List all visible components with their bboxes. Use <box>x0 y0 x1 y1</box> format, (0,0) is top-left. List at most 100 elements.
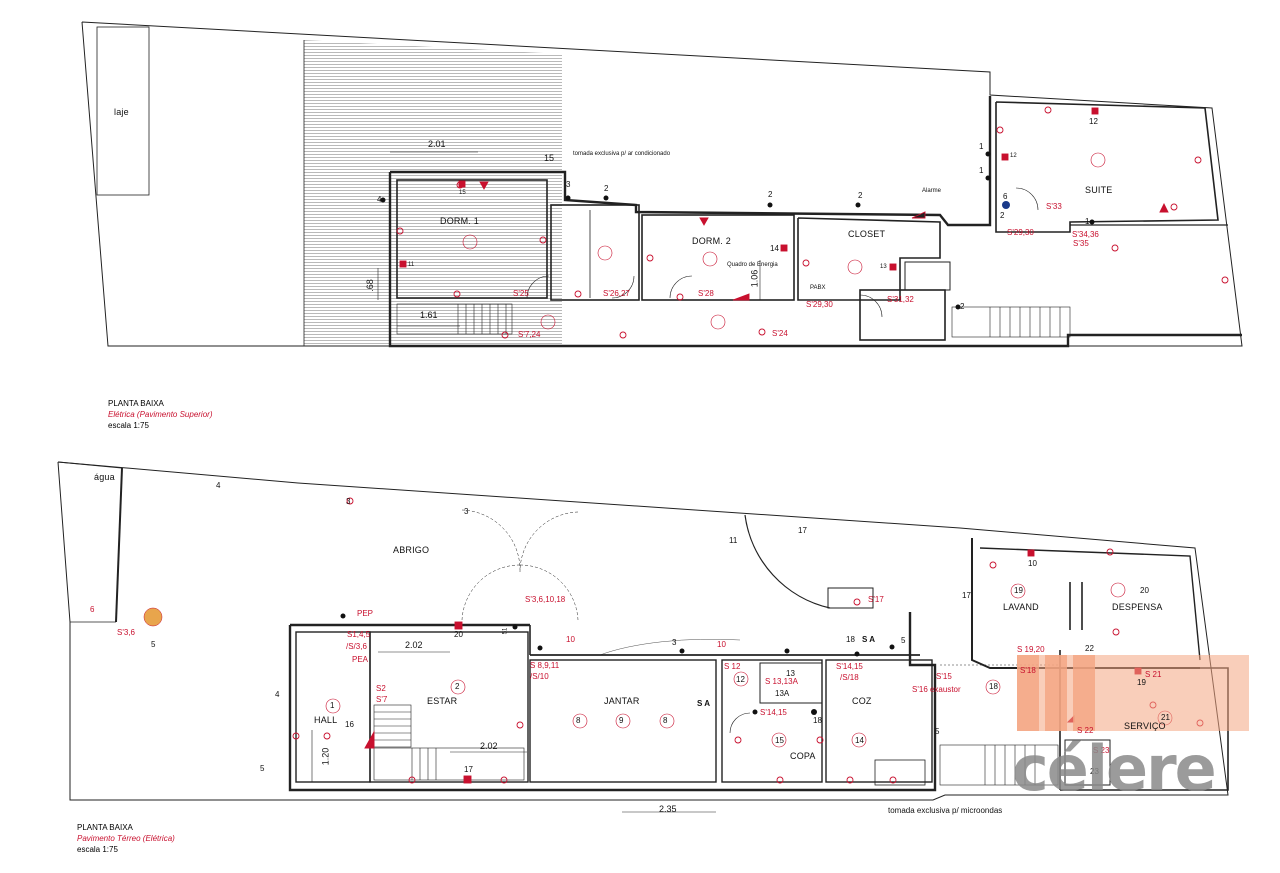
point-number: 5 <box>151 640 156 649</box>
point-number: 4 <box>216 481 221 490</box>
circuit-label: S 19,20 <box>1017 645 1045 654</box>
point-number: 2 <box>604 184 609 193</box>
point-number: 6 <box>90 605 95 614</box>
point-number: 3 <box>346 497 351 506</box>
circuit-label: S'29,30 <box>1007 228 1034 237</box>
upper-points <box>380 151 1095 310</box>
point-number: 19 <box>1137 678 1146 687</box>
room-abrigo: ABRIGO <box>393 545 430 555</box>
circuit-label: S A <box>862 635 876 644</box>
circuit-label: S'29,30 <box>806 300 833 309</box>
point-number: 21 <box>1161 713 1170 722</box>
note-exaustor: S'16 exaustor <box>912 685 961 694</box>
circuit-label: S'25 <box>513 289 529 298</box>
point-number: 13A <box>775 689 790 698</box>
circuit-label: S'7,24 <box>518 330 541 339</box>
point-number: 2 <box>858 191 863 200</box>
point-number: 17 <box>798 526 807 535</box>
point-number: 10 <box>566 635 575 644</box>
point-number: 17 <box>464 765 473 774</box>
circuit-label: /S/3,6 <box>346 642 367 651</box>
ground-points <box>340 613 895 715</box>
dim-ground-2-02a: 2.02 <box>405 640 423 650</box>
room-coz: COZ <box>852 696 872 706</box>
point-number: 6 <box>1003 192 1008 201</box>
point-number: 12 <box>1010 153 1017 159</box>
circuit-label: /S/18 <box>840 673 859 682</box>
point-number: 19 <box>1014 586 1023 595</box>
note-pabx: PABX <box>810 285 826 291</box>
dim-upper-1-61: 1.61 <box>420 310 438 320</box>
circuit-label: S'28 <box>698 289 714 298</box>
point-number: 14 <box>855 736 864 745</box>
point-number: 4 <box>377 195 382 204</box>
dim-upper-2-01: 2.01 <box>428 139 446 149</box>
celere-logo: célere <box>1012 732 1217 805</box>
dim-upper-68: .68 <box>364 279 375 292</box>
point-number: 20 <box>1140 586 1149 595</box>
point-number: 22 <box>1085 644 1094 653</box>
point-number: 15 <box>459 190 466 196</box>
circuit-label: S'18 <box>1020 666 1036 675</box>
point-number: 2 <box>455 682 460 691</box>
circuit-label: S'24 <box>772 329 788 338</box>
logo-mark <box>1017 655 1095 731</box>
point-number: 3 <box>464 507 469 516</box>
note-tomada-ar: tomada exclusiva p/ ar condicionado <box>573 151 671 157</box>
point-number: 2 <box>960 302 965 311</box>
room-estar: ESTAR <box>427 696 458 706</box>
circuit-label: S'14,15 <box>760 708 787 717</box>
caption-scale: escala 1:75 <box>108 421 149 430</box>
circuit-label: S 21 <box>1145 670 1162 679</box>
circuit-label: S'17 <box>868 595 884 604</box>
circuit-label: /S/10 <box>530 672 549 681</box>
point-number: 8 <box>576 716 581 725</box>
note-microondas: tomada exclusiva p/ microondas <box>888 806 1003 815</box>
ground-floor-caption: PLANTA BAIXA Pavimento Térreo (Elétrica)… <box>77 822 175 855</box>
circuit-label: S'35 <box>1073 239 1089 248</box>
point-number: 17 <box>962 591 971 600</box>
caption-scale: escala 1:75 <box>77 845 118 854</box>
point-number: 12 <box>1089 117 1098 126</box>
room-hall: HALL <box>314 715 338 725</box>
circuit-label: S'31,32 <box>887 295 914 304</box>
point-number: 1 <box>1085 217 1090 226</box>
point-number: 16 <box>345 720 354 729</box>
room-suite: SUITE <box>1085 185 1113 195</box>
dim-ground-2-02b: 2.02 <box>480 741 498 751</box>
circuit-label: S 8,9,11 <box>530 661 560 670</box>
circuit-label: S'3,6 <box>117 628 135 637</box>
point-number: 1 <box>979 166 984 175</box>
circuit-label: S'33 <box>1046 202 1062 211</box>
circuit-label: S1,4,5 <box>347 630 371 639</box>
caption-title: PLANTA BAIXA <box>77 823 133 832</box>
point-number: 18 <box>813 716 822 725</box>
note-pep: PEP <box>357 609 374 618</box>
circuit-label: S 22 <box>1077 726 1094 735</box>
room-despensa: DESPENSA <box>1112 602 1163 612</box>
point-number: 11 <box>408 262 415 268</box>
point-number: 1 <box>330 701 335 710</box>
circuit-label: S2 <box>376 684 386 693</box>
upper-floor-caption: PLANTA BAIXA Elétrica (Pavimento Superio… <box>108 398 212 431</box>
room-dorm-2: DORM. 2 <box>692 236 731 246</box>
note-quadro-energia: Quadro de Energia <box>727 262 778 268</box>
point-number: 3 <box>672 638 677 647</box>
point-number: 5 <box>901 636 906 645</box>
room-laje: laje <box>114 107 129 117</box>
room-lavand: LAVAND <box>1003 602 1039 612</box>
point-number: 10 <box>1028 559 1037 568</box>
point-number: 1 <box>979 142 984 151</box>
point-number: 9 <box>619 716 624 725</box>
room-servico: SERVIÇO <box>1124 721 1166 731</box>
point-number: 3 <box>566 180 571 189</box>
circuit-label: S 23 <box>1093 746 1110 755</box>
dim-ground-51: 51 <box>502 627 509 635</box>
point-number: 5 <box>935 727 940 736</box>
caption-title: PLANTA BAIXA <box>108 399 164 408</box>
point-number: 20 <box>454 630 463 639</box>
point-number: 8 <box>663 716 668 725</box>
note-pea: PEA <box>352 655 369 664</box>
point-number: 11 <box>729 536 738 545</box>
point-number: 12 <box>736 675 745 684</box>
